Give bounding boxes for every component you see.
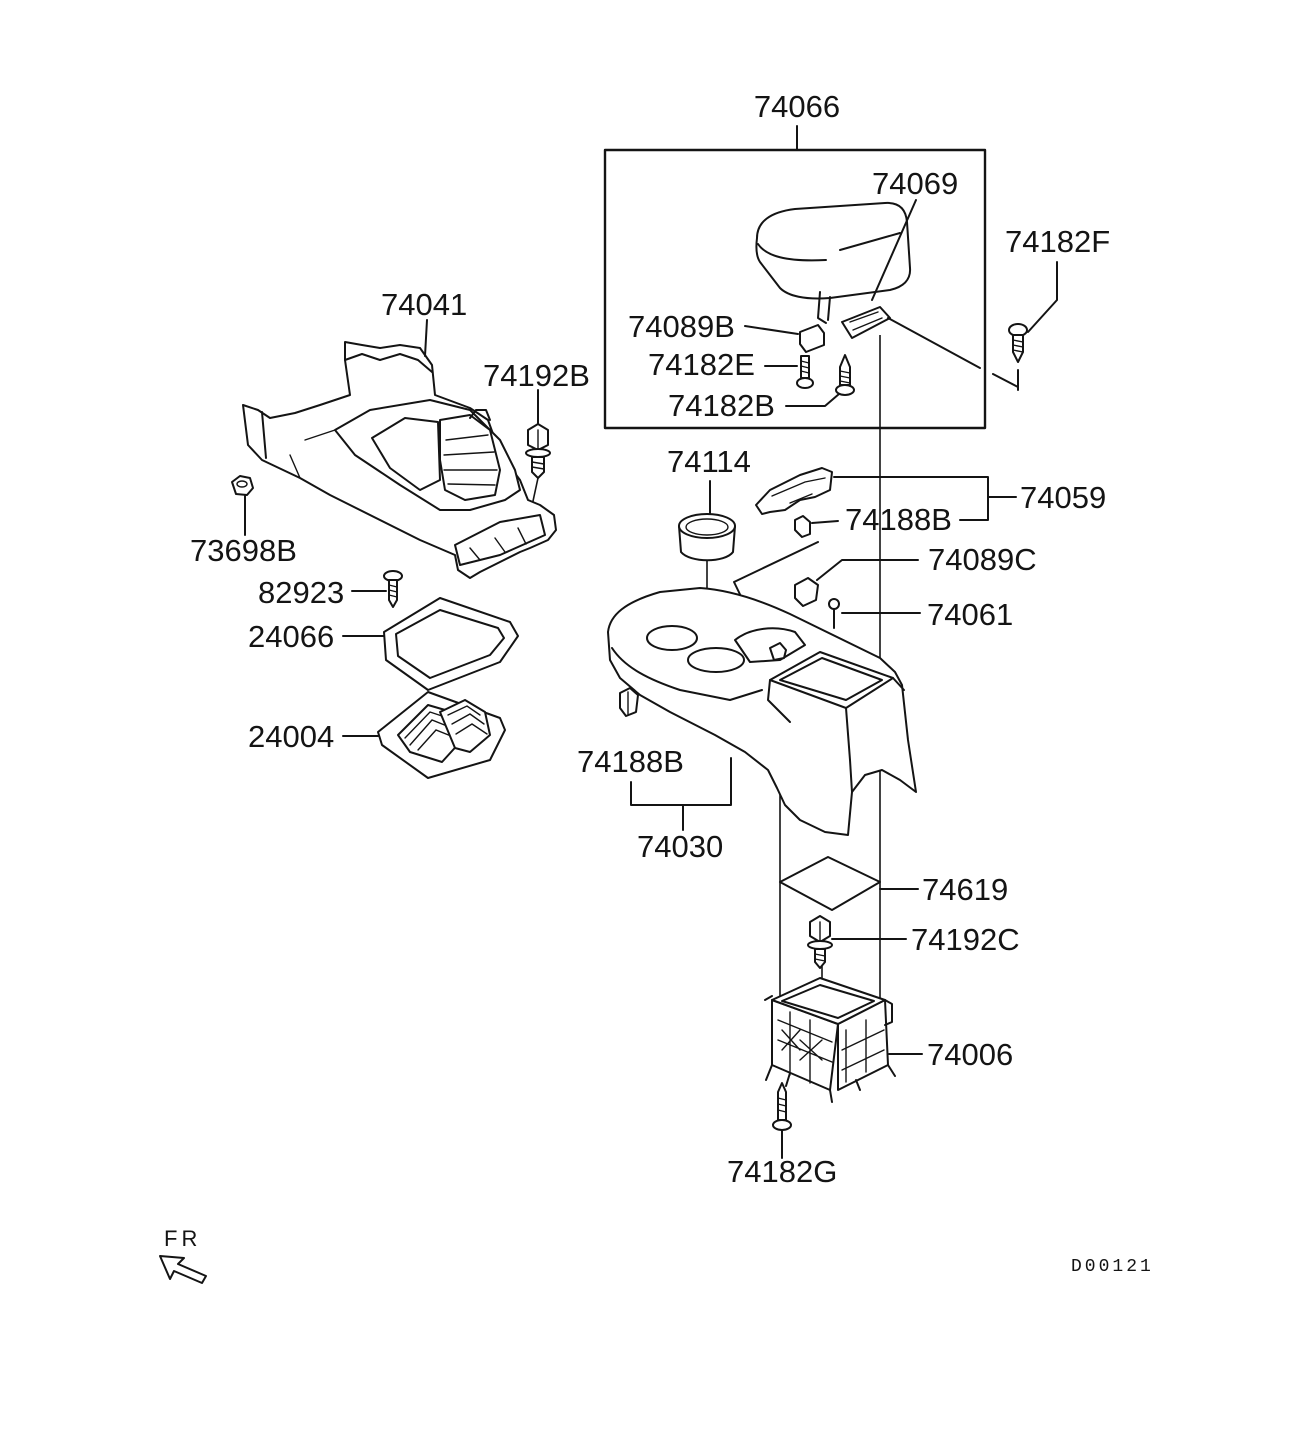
part-labels: 74066 74069 74182F 74041 74089B 74182E 7… — [190, 89, 1110, 1189]
label-74182f: 74182F — [1005, 224, 1110, 259]
boot-24004 — [342, 691, 506, 779]
front-orientation-indicator: FR — [159, 1226, 207, 1284]
label-24066: 24066 — [248, 619, 334, 654]
gasket-24066 — [342, 597, 519, 691]
main-console — [607, 587, 917, 836]
pin-74061 — [828, 598, 921, 629]
screw-74182e — [764, 355, 814, 389]
bolt-74192b — [525, 389, 551, 479]
label-74061: 74061 — [927, 597, 1013, 632]
front-label: FR — [164, 1226, 201, 1251]
clip-73698b — [231, 475, 254, 536]
label-74188b-upper: 74188B — [845, 502, 952, 537]
label-74182e: 74182E — [648, 347, 755, 382]
label-74188b-lower: 74188B — [577, 744, 684, 779]
label-74059: 74059 — [1020, 480, 1106, 515]
screw-74182b — [785, 354, 855, 407]
hinge-block-74089b — [744, 324, 825, 353]
front-arrow-icon — [159, 1255, 207, 1284]
mat-74619 — [779, 856, 919, 911]
label-74041: 74041 — [381, 287, 467, 322]
label-82923: 82923 — [258, 575, 344, 610]
label-74089c: 74089C — [928, 542, 1037, 577]
bracket-74006 — [764, 977, 923, 1103]
screw-74182f — [887, 261, 1058, 391]
armrest-lid — [755, 199, 917, 339]
label-74006: 74006 — [927, 1037, 1013, 1072]
cup-holder-insert — [678, 480, 736, 562]
label-74619: 74619 — [922, 872, 1008, 907]
label-74182g: 74182G — [727, 1154, 837, 1189]
cover-74059 — [755, 467, 1017, 521]
label-74192c: 74192C — [911, 922, 1020, 957]
armrest-assembly-box — [603, 125, 987, 430]
label-74069: 74069 — [872, 166, 958, 201]
front-console — [242, 319, 557, 579]
label-74192b: 74192B — [483, 358, 590, 393]
label-24004: 24004 — [248, 719, 334, 754]
drawing-code: D00121 — [1071, 1257, 1154, 1277]
label-74066: 74066 — [754, 89, 840, 124]
screw-82923 — [351, 570, 403, 608]
clip-74089c — [794, 559, 919, 607]
clip-74188b-lower — [619, 687, 639, 717]
label-74030: 74030 — [637, 829, 723, 864]
label-73698b: 73698B — [190, 533, 297, 568]
label-74114: 74114 — [667, 444, 751, 479]
bolt-74192c — [807, 915, 907, 969]
label-74182b: 74182B — [668, 388, 775, 423]
screw-74182g — [772, 1082, 792, 1159]
label-74089b: 74089B — [628, 309, 735, 344]
